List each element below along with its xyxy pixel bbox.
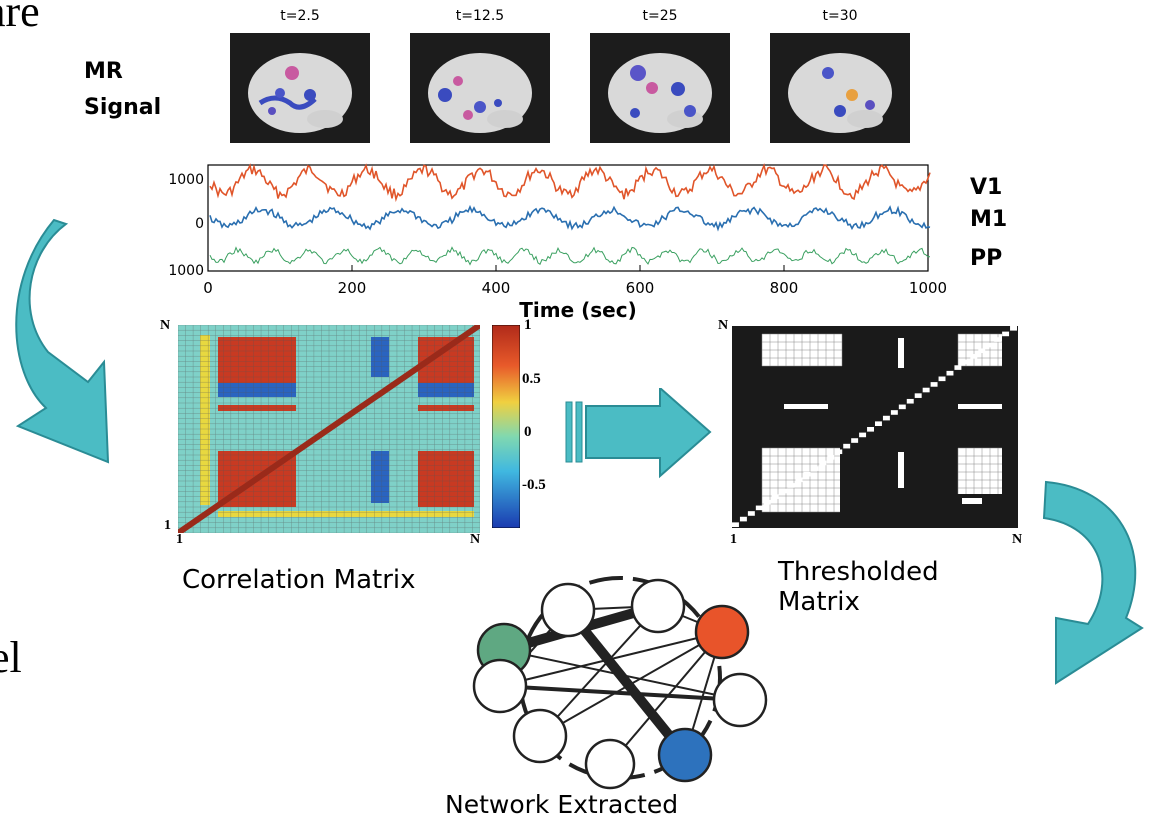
thresholded-matrix xyxy=(732,326,1018,528)
curved-arrow-right-icon xyxy=(1042,480,1144,685)
x-tick-label: 1000 xyxy=(909,279,947,297)
thresh-axis-1-x: 1 xyxy=(730,532,737,547)
curved-arrow-left-icon xyxy=(15,218,110,464)
x-tick-label: 600 xyxy=(626,279,655,297)
series-label-m1: M1 xyxy=(970,207,1008,232)
corr-axis-n-x: N xyxy=(470,532,481,547)
x-tick-label: 0 xyxy=(203,279,213,297)
frame-label-1: t=2.5 xyxy=(280,8,320,24)
thresh-axis-n-y: N xyxy=(718,318,729,333)
thresholded-caption: Thresholded Matrix xyxy=(778,557,939,617)
thresholded-caption-line1: Thresholded xyxy=(778,557,939,587)
y-tick-mid: 0 xyxy=(195,216,204,232)
y-tick-top: 1000 xyxy=(168,172,204,188)
network-node xyxy=(512,708,568,764)
colorbar-tick-0.5: 0.5 xyxy=(522,371,541,387)
timeseries-xlabel: Time (sec) xyxy=(519,298,636,322)
colorbar-tick-1: 1 xyxy=(524,317,532,333)
network-node-blue xyxy=(657,727,713,783)
x-tick-label: 400 xyxy=(482,279,511,297)
network-node xyxy=(630,578,686,634)
series-line-pp xyxy=(209,246,931,266)
thresh-axis-n-x: N xyxy=(1012,532,1023,547)
corr-axis-1-y: 1 xyxy=(164,518,171,533)
frame-label-4: t=30 xyxy=(822,8,858,24)
x-tick-label: 200 xyxy=(338,279,367,297)
series-line-m1 xyxy=(209,204,931,232)
brain-frame-1 xyxy=(230,33,370,143)
series-line-v1 xyxy=(209,163,931,203)
y-tick-bottom: 1000 xyxy=(168,263,204,279)
network-node xyxy=(472,658,528,714)
timeseries-plot: 0 200 400 600 800 1000 1000 0 1000 Time (sec) xyxy=(168,163,947,322)
slide-text-fragment-top: are xyxy=(0,0,40,36)
network-node xyxy=(540,582,596,638)
correlation-matrix-caption: Correlation Matrix xyxy=(182,565,416,595)
network-caption: Network Extracted xyxy=(445,790,679,819)
colorbar xyxy=(492,325,520,528)
colorbar-tick-neg0.5: -0.5 xyxy=(522,477,546,493)
network-node xyxy=(584,738,636,790)
slide-text-fragment-mid: el xyxy=(0,633,22,682)
network-node xyxy=(712,672,768,728)
frame-label-3: t=25 xyxy=(642,8,678,24)
brain-frame-2 xyxy=(410,33,550,143)
right-arrow-icon xyxy=(565,388,712,479)
brain-frame-3 xyxy=(590,33,730,143)
timeseries-x-ticks: 0 200 400 600 800 1000 xyxy=(203,265,947,297)
mr-signal-label: MR Signal xyxy=(84,54,161,126)
corr-axis-n-y: N xyxy=(160,318,171,333)
network-graph xyxy=(472,576,768,790)
frame-label-2: t=12.5 xyxy=(455,8,505,24)
mr-label-line1: MR xyxy=(84,59,123,84)
correlation-matrix xyxy=(178,325,480,533)
corr-axis-1-x: 1 xyxy=(176,532,183,547)
thresholded-caption-line2: Matrix xyxy=(778,587,860,617)
timeseries-lines xyxy=(209,163,931,266)
mr-label-line2: Signal xyxy=(84,95,162,120)
network-node-red xyxy=(694,604,750,660)
colorbar-tick-0: 0 xyxy=(524,424,532,440)
x-tick-label: 800 xyxy=(770,279,799,297)
brain-frame-4 xyxy=(770,33,910,143)
series-label-v1: V1 xyxy=(970,175,1003,200)
series-label-pp: PP xyxy=(970,246,1003,271)
